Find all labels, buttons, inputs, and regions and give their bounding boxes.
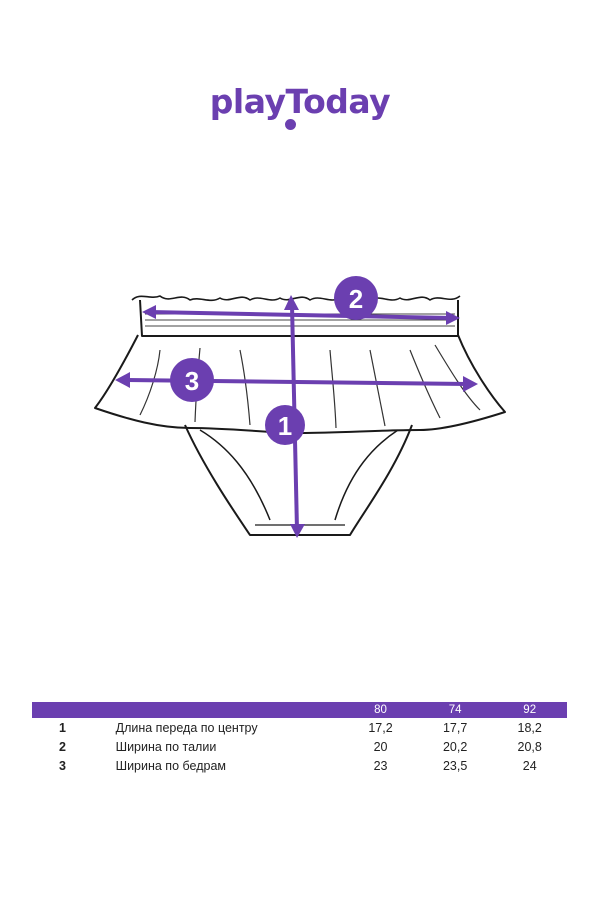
row-value: 20,2 [442, 739, 468, 754]
row-number: 2 [59, 739, 66, 754]
row-value: 17,2 [368, 720, 393, 735]
measure-arrow-waist [149, 310, 453, 320]
marker-label-2: 2 [349, 284, 363, 314]
header-cell-num [32, 702, 116, 718]
marker-badge-1 [265, 405, 305, 445]
row-value: 20,8 [517, 739, 542, 754]
briefs-outline [184, 424, 413, 536]
table-row: 1 Длина переда по центру 17,2 17,7 18,2 [32, 718, 567, 737]
row-measurement-name: Длина переда по центру [115, 720, 258, 735]
header-size-80: 80 [343, 702, 418, 718]
header-size-92: 92 [492, 702, 567, 718]
briefs-leg-right [334, 429, 399, 521]
marker-badge-2 [334, 276, 378, 320]
row-value: 20 [373, 739, 388, 754]
brand-logo: playToday [0, 82, 600, 130]
row-measurement-name: Ширина по талии [115, 739, 217, 754]
header-size-74: 74 [417, 702, 493, 718]
header-cell-name [115, 702, 344, 718]
row-value: 23 [373, 758, 388, 773]
size-table: 80 74 92 1 Длина переда по центру 17,2 1… [32, 702, 567, 775]
table-row: 2 Ширина по талии 20 20,2 20,8 [32, 737, 567, 756]
row-number: 1 [59, 720, 66, 735]
logo-dot [285, 119, 296, 130]
row-number: 3 [59, 758, 66, 773]
garment-diagram: 2 3 1 [94, 276, 506, 538]
logo-text: playToday [209, 82, 391, 121]
marker-label-1: 1 [278, 411, 292, 441]
table-row: 3 Ширина по бедрам 23 23,5 24 [32, 756, 567, 775]
row-value: 23,5 [442, 758, 468, 773]
marker-label-3: 3 [185, 366, 199, 396]
briefs-leg-left [199, 429, 271, 521]
marker-badge-3 [170, 358, 214, 402]
row-measurement-name: Ширина по бедрам [115, 758, 226, 773]
size-table-header: 80 74 92 [32, 702, 567, 718]
row-value: 18,2 [517, 720, 542, 735]
row-value: 24 [522, 758, 537, 773]
row-value: 17,7 [442, 720, 468, 735]
